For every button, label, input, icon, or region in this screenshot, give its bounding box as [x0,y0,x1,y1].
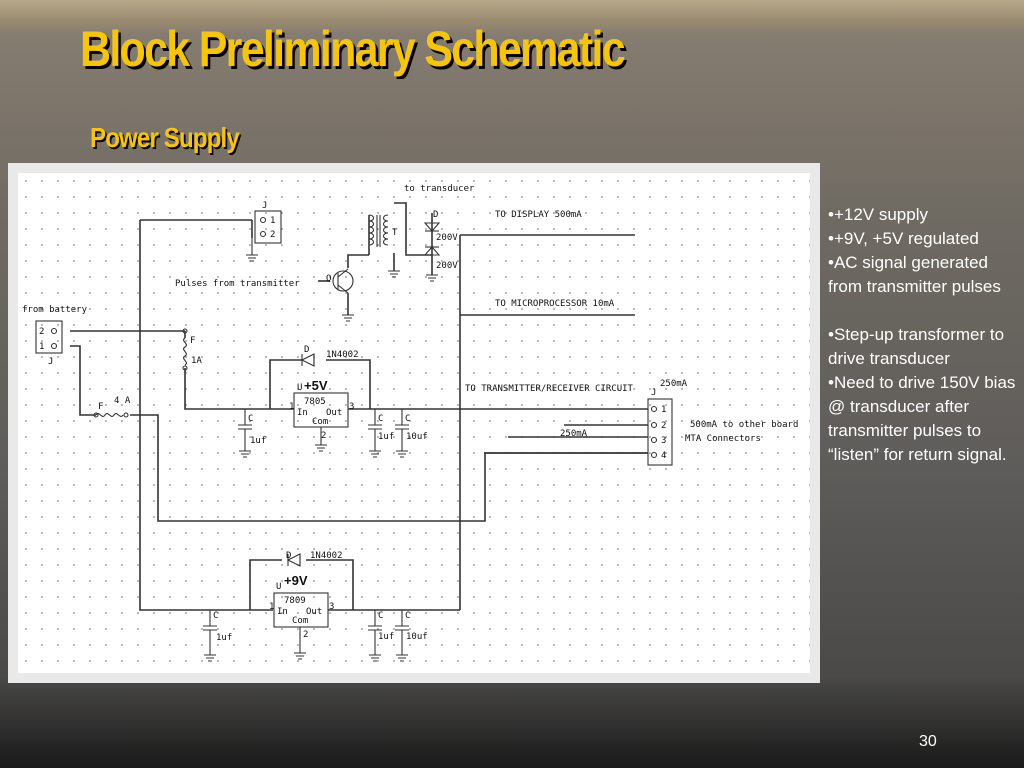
connector-j-top: 1 2 J [246,201,282,262]
svg-text:4: 4 [661,451,666,461]
svg-text:T: T [392,228,398,238]
svg-text:1N4002: 1N4002 [326,350,359,360]
svg-text:500mA to other board: 500mA to other board [690,420,798,430]
svg-text:U: U [297,383,302,393]
svg-text:1N4002: 1N4002 [310,551,343,561]
transistor: Q [326,268,354,322]
schematic-diagram: 1 2 J T D 200V 200V [8,163,820,683]
svg-text:TO DISPLAY 500mA: TO DISPLAY 500mA [495,210,582,220]
svg-text:10uf: 10uf [406,632,428,642]
capacitors: C 1uf C 1uf C 10uf C 1uf C 1uf C 10uf [203,409,428,662]
regulator-5v: 7805 In Out Com 1 3 2 U +5V D 1N4002 [289,345,359,452]
svg-text:200V: 200V [436,261,458,271]
svg-text:1: 1 [289,402,294,412]
svg-text:1: 1 [269,602,274,612]
svg-text:2: 2 [270,230,275,240]
svg-text:C: C [213,611,218,621]
svg-text:1: 1 [661,405,666,415]
svg-text:J: J [262,201,267,211]
bullet-spacer [828,299,1020,323]
svg-text:U: U [276,582,281,592]
schematic-labels: to transducer TO DISPLAY 500mA Pulses fr… [22,184,798,444]
bullet-list: •+12V supply •+9V, +5V regulated •AC sig… [828,203,1020,467]
svg-text:4 A: 4 A [114,396,131,406]
mta-connector: 1 2 3 4 J [484,388,673,466]
svg-text:1: 1 [270,216,275,226]
svg-text:Com: Com [312,417,328,427]
bullet-regulated: •+9V, +5V regulated [828,229,979,248]
svg-text:2: 2 [661,421,666,431]
battery-connector: 2 1 J [35,320,63,367]
top-decor-band [0,0,1024,34]
svg-text:C: C [378,414,383,424]
schematic-svg: 1 2 J T D 200V 200V [18,173,810,673]
slide-subtitle: Power Supply [90,122,240,153]
svg-text:10uf: 10uf [406,432,428,442]
slide-title: Block Preliminary Schematic [80,21,626,77]
svg-text:F: F [190,336,195,346]
svg-text:C: C [378,611,383,621]
svg-text:Pulses from transmitter: Pulses from transmitter [175,279,300,289]
bullet-ac-signal: •AC signal generated from transmitter pu… [828,253,1001,296]
svg-text:F: F [98,402,103,412]
svg-text:250mA: 250mA [560,429,588,439]
svg-text:3: 3 [349,402,354,412]
svg-text:2: 2 [303,630,308,640]
svg-text:7805: 7805 [304,397,326,407]
svg-text:TO MICROPROCESSOR 10mA: TO MICROPROCESSOR 10mA [495,299,615,309]
svg-text:to transducer: to transducer [404,184,475,194]
svg-text:MTA Connectors: MTA Connectors [685,434,761,444]
svg-text:1uf: 1uf [378,632,394,642]
svg-text:Com: Com [292,616,308,626]
svg-text:+5V: +5V [304,378,328,393]
bullet-bias: •Need to drive 150V bias @ transducer af… [828,373,1016,464]
svg-text:In: In [277,607,288,617]
zener-diodes: D 200V 200V [388,210,458,282]
svg-text:200V: 200V [436,233,458,243]
svg-text:3: 3 [329,602,334,612]
svg-text:D: D [304,345,309,355]
bullet-step-up: •Step-up transformer to drive transducer [828,325,1005,368]
svg-text:TO TRANSMITTER/RECEIVER CIRCUI: TO TRANSMITTER/RECEIVER CIRCUIT [465,384,634,394]
svg-text:Out: Out [306,607,322,617]
svg-text:In: In [297,408,308,418]
svg-text:J: J [651,388,656,398]
svg-text:from battery: from battery [22,305,88,315]
svg-text:1uf: 1uf [378,432,394,442]
svg-text:D: D [433,210,438,220]
svg-text:1: 1 [39,342,44,352]
svg-text:2: 2 [321,431,326,441]
bullet-supply-12v: •+12V supply [828,205,928,224]
regulator-9v: 7809 In Out Com 1 3 2 U +9V D 1N4002 [269,551,343,660]
svg-text:C: C [248,414,253,424]
svg-text:1uf: 1uf [216,633,232,643]
svg-text:C: C [405,414,410,424]
svg-text:+9V: +9V [284,573,308,588]
svg-text:D: D [286,551,291,561]
svg-text:250mA: 250mA [660,379,688,389]
svg-text:3: 3 [661,436,666,446]
fuses: F 1A F 4 A [93,328,202,418]
page-number: 30 [919,733,937,750]
svg-text:1A: 1A [191,356,202,366]
svg-text:7809: 7809 [284,596,306,606]
svg-text:Q: Q [326,274,331,284]
transformer: T [368,214,398,247]
grid-dots [18,173,810,673]
svg-text:1uf: 1uf [250,436,266,446]
svg-text:2: 2 [39,327,44,337]
svg-text:J: J [48,357,53,367]
svg-text:C: C [405,611,410,621]
svg-text:Out: Out [326,408,342,418]
